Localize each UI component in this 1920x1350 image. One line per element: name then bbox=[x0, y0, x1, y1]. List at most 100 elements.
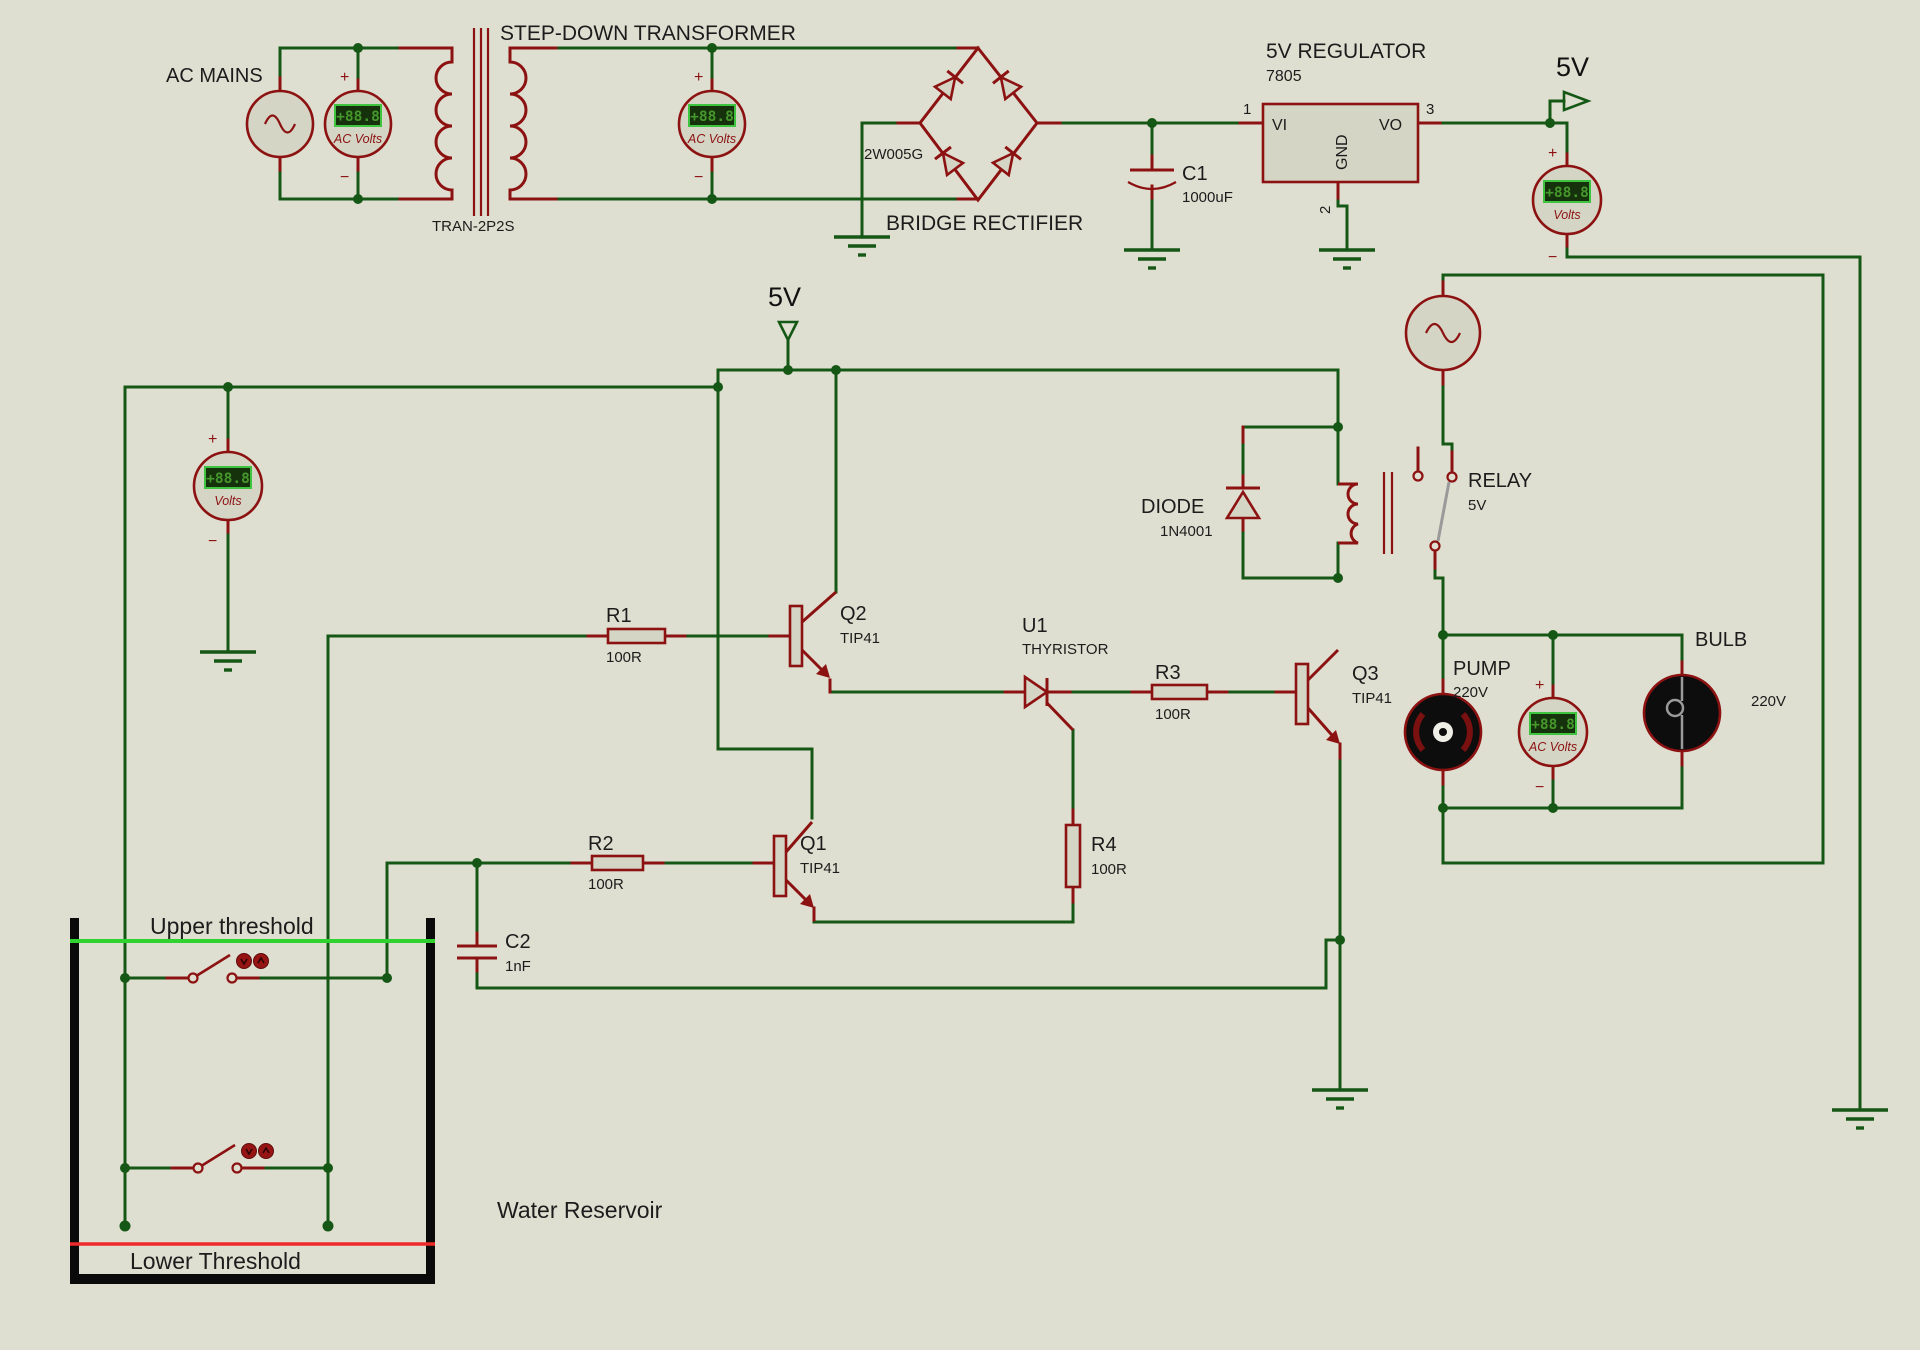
ground-icon bbox=[1317, 248, 1377, 270]
ac-source-load[interactable] bbox=[1404, 294, 1482, 372]
emitter-arrow-icon bbox=[800, 894, 814, 908]
lower-threshold-switch[interactable] bbox=[192, 1143, 274, 1174]
rotor-arc-icon bbox=[1460, 712, 1473, 752]
bridge-diode-icon bbox=[933, 145, 965, 177]
shaft-icon bbox=[1439, 728, 1447, 736]
switch-toggle-button[interactable] bbox=[236, 953, 252, 969]
filament-icon bbox=[1665, 698, 1685, 718]
primary-coil-icon bbox=[434, 48, 454, 199]
regulator-7805[interactable]: VI VO GND 1 3 2 5V REGULATOR 7805 bbox=[1243, 40, 1434, 214]
bridge-part-label: 2W005G bbox=[864, 146, 923, 163]
upper-threshold-label: Upper threshold bbox=[150, 913, 314, 939]
emitter-arrow-icon bbox=[1326, 730, 1340, 744]
power-flag-5v-right[interactable]: 5V bbox=[1556, 52, 1592, 112]
voltmeter-ac-primary[interactable]: +88.8 AC Volts + − bbox=[323, 69, 393, 186]
resistor-r1[interactable]: R1 100R bbox=[606, 605, 667, 666]
pump-ref: PUMP bbox=[1453, 658, 1511, 680]
plus-terminal: + bbox=[340, 69, 349, 86]
resistor-r3[interactable]: R3 100R bbox=[1150, 662, 1209, 723]
q1-value: TIP41 bbox=[800, 860, 840, 877]
transistor-q1[interactable]: Q1 TIP41 bbox=[772, 821, 840, 908]
component-pin-stubs bbox=[165, 46, 1684, 1170]
meter-reading: +88.8 bbox=[1545, 185, 1589, 201]
resistor-r4[interactable]: R4 100R bbox=[1064, 823, 1127, 889]
bridge-diode-icon bbox=[991, 69, 1023, 101]
transistor-q2[interactable]: Q2 TIP41 bbox=[788, 590, 880, 678]
power-flag-5v-center[interactable]: 5V bbox=[768, 282, 801, 343]
r1-value: 100R bbox=[606, 649, 642, 666]
r1-ref: R1 bbox=[606, 605, 632, 627]
u1-value: THYRISTOR bbox=[1022, 641, 1109, 658]
c2-ref: C2 bbox=[505, 931, 531, 953]
pin-number-2: 2 bbox=[1317, 206, 1334, 214]
meter-reading: +88.8 bbox=[206, 471, 250, 487]
voltmeter-ac-secondary[interactable]: +88.8 AC Volts + − bbox=[677, 69, 747, 186]
c1-ref: C1 bbox=[1182, 163, 1208, 185]
minus-terminal: − bbox=[208, 533, 217, 550]
step-down-transformer[interactable]: TRAN-2P2S STEP-DOWN TRANSFORMER bbox=[432, 22, 796, 235]
voltmeter-5v-output[interactable]: +88.8 Volts + − bbox=[1531, 145, 1603, 266]
sine-icon bbox=[1425, 322, 1461, 344]
pin-gnd-label: GND bbox=[1334, 134, 1351, 170]
minus-terminal: − bbox=[1548, 249, 1557, 266]
r3-value: 100R bbox=[1155, 706, 1191, 723]
relay[interactable]: RELAY 5V bbox=[1338, 446, 1532, 554]
meter-reading: +88.8 bbox=[1531, 717, 1575, 733]
switch-toggle-button[interactable] bbox=[258, 1143, 274, 1159]
pin-number-1: 1 bbox=[1243, 101, 1251, 118]
regulator-part: 7805 bbox=[1266, 68, 1302, 85]
resistor-r2[interactable]: R2 100R bbox=[588, 833, 645, 893]
ac-mains-source[interactable]: AC MAINS bbox=[166, 65, 315, 159]
voltmeter-sensor-supply[interactable]: +88.8 Volts + − bbox=[192, 431, 264, 550]
relay-value: 5V bbox=[1468, 497, 1486, 514]
ground-icon bbox=[832, 235, 892, 257]
voltmeter-pump[interactable]: +88.8 AC Volts + − bbox=[1517, 677, 1589, 796]
diode-1n4001[interactable]: DIODE 1N4001 bbox=[1141, 486, 1262, 540]
capacitor-c2[interactable]: C2 1nF bbox=[457, 931, 531, 975]
switch-toggle-button[interactable] bbox=[253, 953, 269, 969]
ground-icon bbox=[198, 650, 258, 672]
pin-vo-label: VO bbox=[1379, 117, 1402, 134]
bulb-value: 220V bbox=[1751, 693, 1786, 710]
r2-ref: R2 bbox=[588, 833, 614, 855]
q2-value: TIP41 bbox=[840, 630, 880, 647]
ground-icon bbox=[1122, 248, 1182, 270]
water-reservoir-label: Water Reservoir bbox=[497, 1197, 663, 1223]
arrow-down-icon bbox=[245, 1148, 253, 1156]
ground-icon bbox=[1310, 1088, 1370, 1110]
r2-value: 100R bbox=[588, 876, 624, 893]
r4-ref: R4 bbox=[1091, 834, 1117, 856]
emitter-arrow-icon bbox=[816, 664, 830, 678]
ground-icon bbox=[1830, 1108, 1890, 1130]
transistor-q3[interactable]: Q3 TIP41 bbox=[1294, 648, 1392, 744]
r3-ref: R3 bbox=[1155, 662, 1181, 684]
capacitor-c1[interactable]: C1 1000uF bbox=[1127, 163, 1233, 206]
plus-terminal: + bbox=[1548, 145, 1557, 162]
diode-value: 1N4001 bbox=[1160, 523, 1213, 540]
bridge-rectifier[interactable]: 2W005G BRIDGE RECTIFIER bbox=[864, 45, 1083, 235]
arrow-up-icon bbox=[257, 956, 265, 964]
polar-plate-icon bbox=[1127, 181, 1177, 191]
bridge-rectifier-label: BRIDGE RECTIFIER bbox=[886, 212, 1083, 235]
meter-unit: Volts bbox=[214, 494, 241, 508]
bulb-lamp[interactable]: BULB 220V bbox=[1642, 629, 1786, 753]
junction-dots bbox=[119, 43, 1558, 1232]
minus-terminal: − bbox=[1535, 779, 1544, 796]
sine-icon bbox=[263, 114, 297, 134]
meter-unit: AC Volts bbox=[1528, 740, 1577, 754]
pump-motor[interactable]: PUMP 220V bbox=[1403, 658, 1511, 772]
u1-ref: U1 bbox=[1022, 615, 1048, 637]
diode-ref: DIODE bbox=[1141, 496, 1204, 518]
step-down-transformer-label: STEP-DOWN TRANSFORMER bbox=[500, 22, 796, 45]
q3-ref: Q3 bbox=[1352, 663, 1379, 685]
pump-value: 220V bbox=[1453, 684, 1488, 701]
meter-unit: Volts bbox=[1553, 208, 1580, 222]
secondary-coil-icon bbox=[508, 48, 528, 199]
plus-terminal: + bbox=[208, 431, 217, 448]
q2-ref: Q2 bbox=[840, 603, 867, 625]
upper-threshold-switch[interactable] bbox=[187, 953, 269, 984]
water-tank: Upper threshold Lower Threshold Water Re… bbox=[70, 913, 663, 1284]
thyristor-u1[interactable]: U1 THYRISTOR bbox=[1022, 615, 1109, 732]
switch-toggle-button[interactable] bbox=[241, 1143, 257, 1159]
arrow-up-icon bbox=[262, 1146, 270, 1154]
